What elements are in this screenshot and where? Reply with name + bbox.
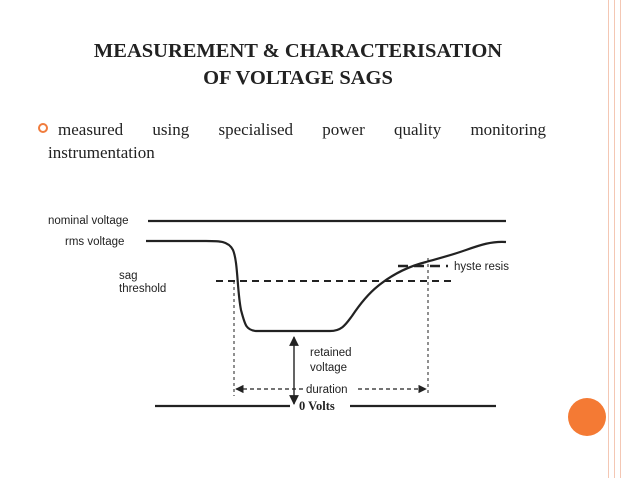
decorative-circle — [568, 398, 606, 436]
slide-title: MEASUREMENT & CHARACTERISATION OF VOLTAG… — [38, 38, 558, 92]
bullet-circle-icon — [38, 123, 48, 133]
nominal-voltage-label: nominal voltage — [48, 215, 129, 227]
zero-volts-label: 0 Volts — [299, 399, 335, 413]
rms-voltage-curve — [146, 239, 507, 333]
decorative-rule — [608, 0, 609, 478]
bullet-line-1: measured using specialised power quality… — [58, 120, 546, 139]
bullet-line-2: instrumentation — [48, 143, 155, 162]
bullet-text: measured using specialised power quality… — [48, 118, 546, 164]
title-line-2: OF VOLTAGE SAGS — [203, 67, 393, 89]
sag-label: sag — [119, 270, 138, 282]
decorative-rule — [614, 0, 615, 478]
title-line-1: MEASUREMENT & CHARACTERISATION — [93, 40, 503, 62]
duration-label: duration — [306, 384, 348, 396]
voltage-label: voltage — [310, 362, 347, 374]
retained-label: retained — [310, 347, 352, 359]
hysteresis-label: hyste resis — [454, 261, 509, 273]
decorative-rule — [620, 0, 621, 478]
threshold-label: threshold — [119, 283, 166, 295]
rms-voltage-label: rms voltage — [65, 236, 124, 248]
